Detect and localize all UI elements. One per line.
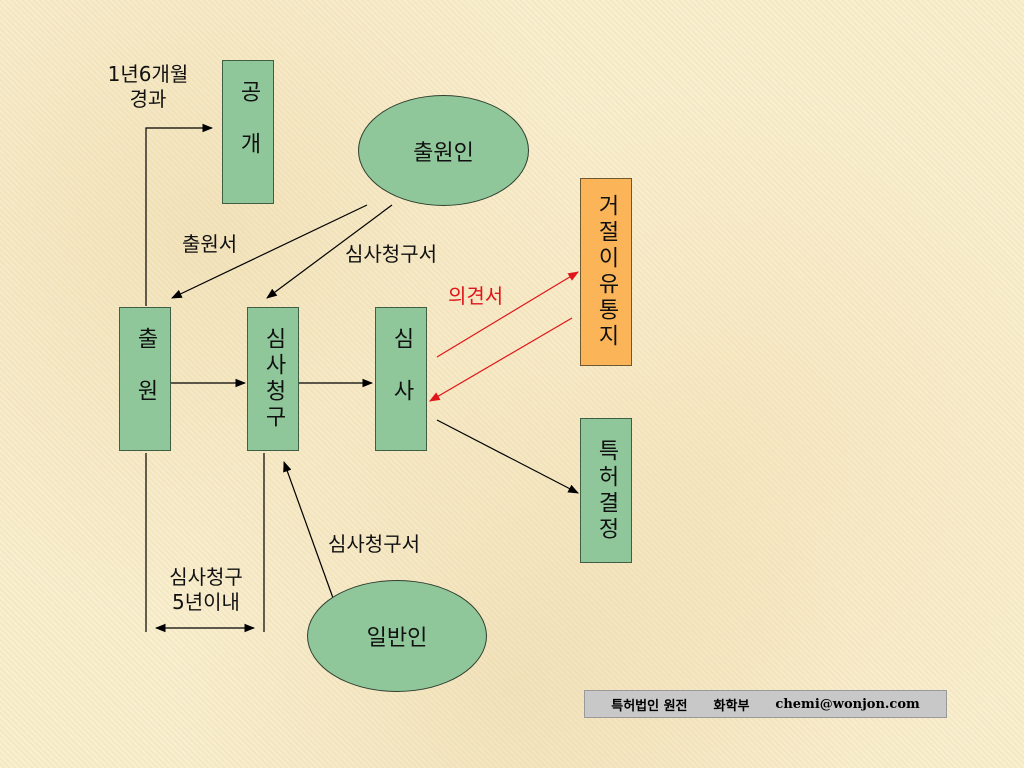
exam-request-label: 심사청구: [261, 327, 286, 431]
arrow-applicant-to-exam-request: [266, 204, 393, 299]
application-box: 출원: [119, 307, 171, 451]
application-doc-label: 출원서: [182, 232, 238, 256]
arrow-third-party-to-exam-request: [283, 460, 334, 599]
arrow-rejection-to-examination: [429, 317, 573, 402]
footer-firm: 특허법인 원전: [611, 698, 688, 714]
third-party-oval: 일반인: [307, 580, 487, 692]
footer-department: 화학부: [713, 698, 750, 714]
exam-request-box: 심사청구: [247, 307, 299, 451]
footer-email: chemi@wonjon.com: [775, 696, 920, 712]
publication-box: 공개: [222, 60, 274, 204]
arrow-application-to-publication: [145, 123, 214, 306]
arrow-applicant-to-application: [171, 204, 368, 299]
exam-request-doc-bottom-label: 심사청구서: [328, 532, 420, 556]
footer-bar: 특허법인 원전 화학부 chemi@wonjon.com: [584, 690, 947, 718]
rejection-notice-label: 거절이유통지: [594, 194, 619, 350]
publication-period-line1: 1년6개월: [107, 62, 189, 86]
publication-period-line2: 경과: [129, 87, 167, 111]
request-deadline-line1: 심사청구: [169, 565, 243, 589]
request-deadline-line2: 5년이내: [172, 590, 240, 614]
opinion-doc-label: 의견서: [448, 284, 504, 308]
publication-period-label: 1년6개월 경과: [92, 62, 204, 112]
examination-label: 심사: [389, 327, 414, 431]
rejection-notice-box: 거절이유통지: [580, 178, 632, 366]
patent-decision-box: 특허결정: [580, 418, 632, 563]
arrow-examination-to-patent-decision: [436, 419, 579, 494]
applicant-label: 출원인: [413, 140, 474, 166]
request-deadline-label: 심사청구 5년이내: [150, 565, 262, 615]
application-label: 출원: [133, 327, 158, 431]
third-party-label: 일반인: [366, 626, 428, 651]
examination-box: 심사: [375, 307, 427, 451]
exam-request-doc-top-label: 심사청구서: [345, 242, 437, 266]
arrow-examination-to-rejection: [436, 271, 579, 358]
applicant-oval: 출원인: [358, 95, 529, 206]
patent-decision-label: 특허결정: [594, 438, 619, 543]
publication-label: 공개: [236, 80, 261, 184]
